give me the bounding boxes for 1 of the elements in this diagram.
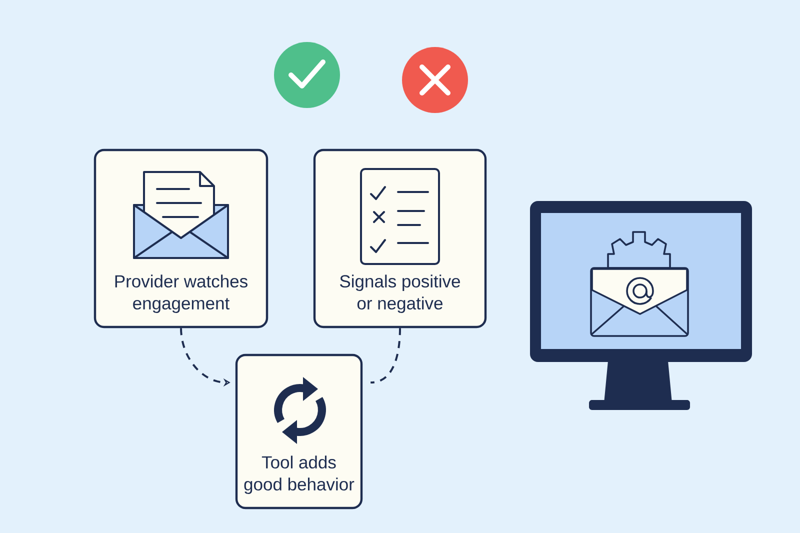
process-box: Tool adds good behavior [235,354,363,510]
